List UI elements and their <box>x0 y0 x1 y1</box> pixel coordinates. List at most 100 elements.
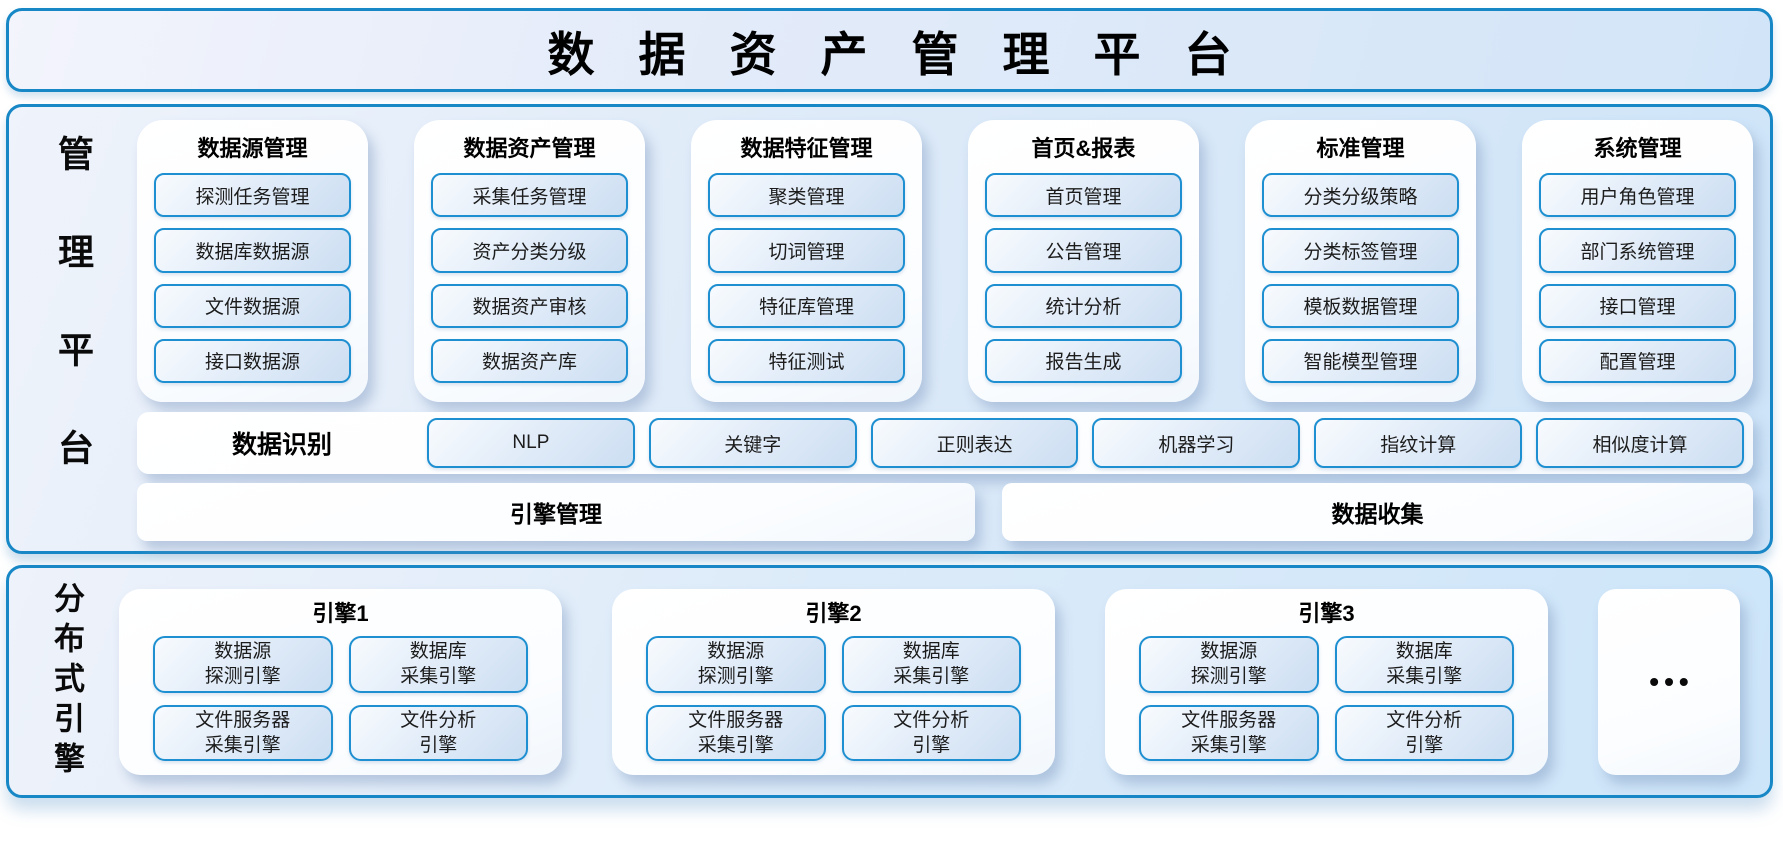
engine-module-box: 文件服务器 采集引擎 <box>646 704 826 761</box>
module-line: 文件分析 <box>400 709 477 731</box>
column-title: 数据特征管理 <box>740 136 873 161</box>
module-line: 引擎 <box>1405 734 1444 756</box>
management-platform-side-label: 管理平台 <box>53 135 94 527</box>
module-line: 文件分析 <box>893 709 970 731</box>
module-line: 数据库 <box>902 641 960 663</box>
column-title: 首页&报表 <box>1031 136 1136 161</box>
module-box: 首页管理 <box>985 173 1182 218</box>
module-box: 资产分类分级 <box>431 228 628 273</box>
engine-card-3: 引擎3 数据源 探测引擎 数据库 采集引擎 文件服务器 采集引擎 文件分析 引擎 <box>1105 589 1548 775</box>
module-line: 文件服务器 <box>1181 709 1277 731</box>
data-recognition-row: 数据识别 NLP 关键字 正则表达 机器学习 指纹计算 相似度计算 <box>137 412 1753 475</box>
column-standard-management: 标准管理 分类分级策略 分类标签管理 模板数据管理 智能模型管理 <box>1245 120 1476 402</box>
engine-module-box: 数据源 探测引擎 <box>1139 636 1319 693</box>
more-engines-card: ••• <box>1598 589 1740 775</box>
module-line: 探测引擎 <box>1190 666 1267 688</box>
module-box: 采集任务管理 <box>431 173 628 218</box>
module-line: 采集引擎 <box>400 666 477 688</box>
module-line: 采集引擎 <box>893 666 970 688</box>
module-box: 统计分析 <box>985 283 1182 328</box>
column-data-asset-management: 数据资产管理 采集任务管理 资产分类分级 数据资产审核 数据资产库 <box>414 120 645 402</box>
module-box: 探测任务管理 <box>154 173 351 218</box>
module-line: 采集引擎 <box>697 734 774 756</box>
module-box: 特征库管理 <box>708 283 905 328</box>
module-line: 引擎 <box>912 734 951 756</box>
data-recognition-label: 数据识别 <box>231 431 332 460</box>
module-box: 公告管理 <box>985 228 1182 273</box>
module-line: 文件分析 <box>1386 709 1463 731</box>
module-box: 数据资产审核 <box>431 283 628 328</box>
module-columns-row: 数据源管理 探测任务管理 数据库数据源 文件数据源 接口数据源 数据资产管理 采… <box>137 120 1753 402</box>
engine-module-box: 数据源 探测引擎 <box>153 636 333 693</box>
module-box: 聚类管理 <box>708 173 905 218</box>
recognition-box: NLP <box>427 418 635 469</box>
distributed-engines-side-label: 分布式引擎 <box>49 581 84 782</box>
module-line: 数据库 <box>409 641 467 663</box>
engine-module-box: 数据库 采集引擎 <box>1334 636 1514 693</box>
engine-modules-grid: 数据源 探测引擎 数据库 采集引擎 文件服务器 采集引擎 文件分析 引擎 <box>1139 636 1514 761</box>
recognition-box: 指纹计算 <box>1314 418 1523 469</box>
module-line: 文件服务器 <box>688 709 784 731</box>
engine-module-box: 数据库 采集引擎 <box>348 636 528 693</box>
module-line: 数据源 <box>214 641 272 663</box>
engine-title: 引擎3 <box>1298 601 1355 626</box>
module-box: 接口管理 <box>1539 283 1736 328</box>
module-box: 特征测试 <box>708 338 905 383</box>
column-data-feature-management: 数据特征管理 聚类管理 切词管理 特征库管理 特征测试 <box>691 120 922 402</box>
module-line: 探测引擎 <box>697 666 774 688</box>
column-title: 标准管理 <box>1316 136 1405 161</box>
module-line: 数据库 <box>1395 641 1453 663</box>
column-title: 数据资产管理 <box>463 136 596 161</box>
module-box: 用户角色管理 <box>1539 173 1736 218</box>
distributed-engines-panel: 分布式引擎 引擎1 数据源 探测引擎 数据库 采集引擎 文件服务器 采集引擎 文… <box>6 565 1773 798</box>
engine-module-box: 文件分析 引擎 <box>841 704 1021 761</box>
module-line: 数据源 <box>1200 641 1258 663</box>
management-platform-content: 数据源管理 探测任务管理 数据库数据源 文件数据源 接口数据源 数据资产管理 采… <box>137 120 1753 541</box>
data-collection-bar: 数据收集 <box>1002 483 1753 541</box>
engine-module-box: 文件服务器 采集引擎 <box>1139 704 1319 761</box>
module-box: 配置管理 <box>1539 338 1736 383</box>
module-box: 部门系统管理 <box>1539 228 1736 273</box>
column-home-reports: 首页&报表 首页管理 公告管理 统计分析 报告生成 <box>968 120 1199 402</box>
module-box: 分类标签管理 <box>1262 228 1459 273</box>
engine-title: 引擎1 <box>312 601 369 626</box>
module-line: 数据源 <box>707 641 765 663</box>
module-line: 文件服务器 <box>195 709 291 731</box>
module-line: 探测引擎 <box>204 666 281 688</box>
recognition-box: 关键字 <box>648 418 857 469</box>
module-box: 接口数据源 <box>154 338 351 383</box>
module-line: 采集引擎 <box>1386 666 1463 688</box>
engine-card-2: 引擎2 数据源 探测引擎 数据库 采集引擎 文件服务器 采集引擎 文件分析 引擎 <box>612 589 1055 775</box>
engine-modules-grid: 数据源 探测引擎 数据库 采集引擎 文件服务器 采集引擎 文件分析 引擎 <box>646 636 1021 761</box>
column-title: 系统管理 <box>1593 136 1682 161</box>
module-line: 采集引擎 <box>1190 734 1267 756</box>
engine-module-box: 文件服务器 采集引擎 <box>153 704 333 761</box>
module-box: 文件数据源 <box>154 283 351 328</box>
recognition-box: 相似度计算 <box>1536 418 1744 469</box>
engine-card-1: 引擎1 数据源 探测引擎 数据库 采集引擎 文件服务器 采集引擎 文件分析 引擎 <box>119 589 562 775</box>
module-box: 分类分级策略 <box>1262 173 1459 218</box>
column-system-management: 系统管理 用户角色管理 部门系统管理 接口管理 配置管理 <box>1522 120 1753 402</box>
data-recognition-buttons: NLP 关键字 正则表达 机器学习 指纹计算 相似度计算 <box>427 418 1744 469</box>
management-platform-panel: 管理平台 数据源管理 探测任务管理 数据库数据源 文件数据源 接口数据源 数据资… <box>6 104 1773 554</box>
recognition-box: 正则表达 <box>870 418 1079 469</box>
bottom-bars-row: 引擎管理 数据收集 <box>137 483 1753 541</box>
column-datasource-management: 数据源管理 探测任务管理 数据库数据源 文件数据源 接口数据源 <box>137 120 368 402</box>
ellipsis-icon: ••• <box>1649 666 1694 697</box>
module-box: 数据资产库 <box>431 338 628 383</box>
recognition-box: 机器学习 <box>1092 418 1301 469</box>
page-title: 数据资产管理平台 <box>547 27 1276 81</box>
engine-module-box: 文件分析 引擎 <box>1334 704 1514 761</box>
engine-modules-grid: 数据源 探测引擎 数据库 采集引擎 文件服务器 采集引擎 文件分析 引擎 <box>153 636 528 761</box>
engines-row: 引擎1 数据源 探测引擎 数据库 采集引擎 文件服务器 采集引擎 文件分析 引擎 <box>119 589 1740 775</box>
module-box: 智能模型管理 <box>1262 338 1459 383</box>
module-box: 报告生成 <box>985 338 1182 383</box>
module-box: 模板数据管理 <box>1262 283 1459 328</box>
module-box: 切词管理 <box>708 228 905 273</box>
engine-module-box: 文件分析 引擎 <box>348 704 528 761</box>
module-line: 采集引擎 <box>204 734 281 756</box>
engine-module-box: 数据库 采集引擎 <box>841 636 1021 693</box>
module-line: 引擎 <box>419 734 458 756</box>
module-box: 数据库数据源 <box>154 228 351 273</box>
title-banner: 数据资产管理平台 <box>6 8 1773 92</box>
